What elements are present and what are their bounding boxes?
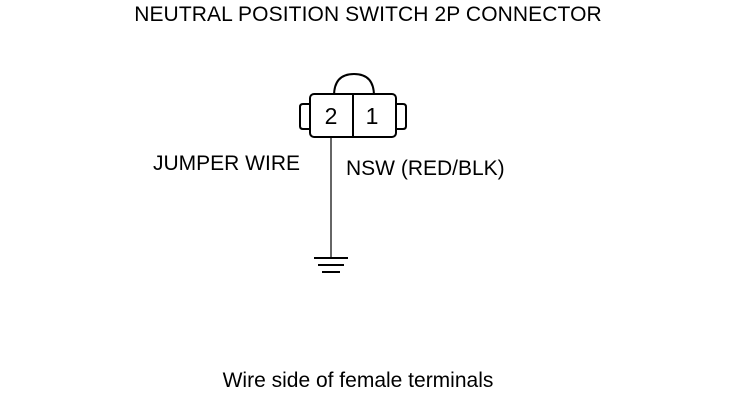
connector-lock-tab xyxy=(333,72,375,97)
pin-1-label: 1 xyxy=(366,103,379,129)
jumper-wire-label: JUMPER WIRE xyxy=(153,152,300,175)
nsw-wire-label: NSW (RED/BLK) xyxy=(346,157,505,180)
diagram-caption: Wire side of female terminals xyxy=(222,369,494,392)
pin-2-label: 2 xyxy=(325,103,338,129)
connector-ear-left xyxy=(299,103,312,130)
diagram-title: NEUTRAL POSITION SWITCH 2P CONNECTOR xyxy=(134,3,602,26)
ground-icon xyxy=(314,257,348,273)
connector-ear-right xyxy=(394,103,407,130)
